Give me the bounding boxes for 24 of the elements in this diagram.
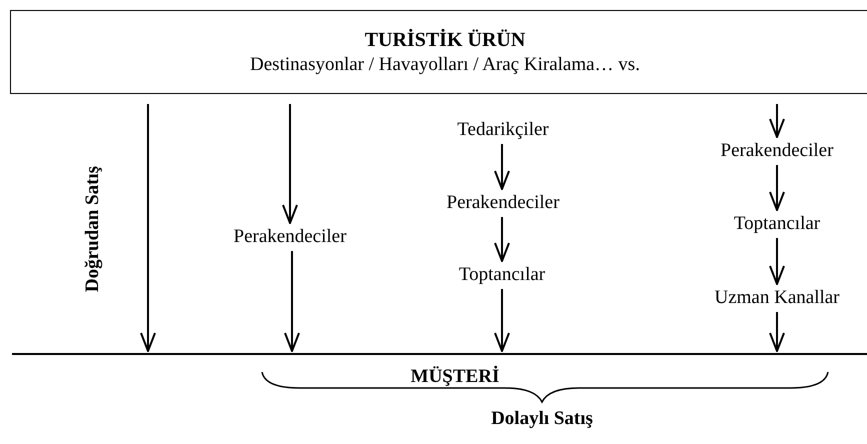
box-subtitle: Destinasyonlar / Havayolları / Araç Kiralama… vs. bbox=[250, 52, 640, 76]
channel-label: Toptancılar bbox=[412, 264, 592, 286]
channel-label: Toptancılar bbox=[687, 213, 867, 235]
arrow bbox=[769, 104, 785, 138]
arrow bbox=[769, 165, 785, 211]
arrow bbox=[140, 104, 156, 352]
arrow bbox=[769, 238, 785, 285]
arrow bbox=[494, 217, 510, 262]
channel-label: Perakendeciler bbox=[687, 140, 867, 162]
arrow bbox=[494, 289, 510, 352]
product-box bbox=[10, 10, 867, 94]
channel-label: Tedarikçiler bbox=[413, 119, 593, 141]
box-title: TURİSTİK ÜRÜN bbox=[364, 28, 526, 53]
channel-label: Perakendeciler bbox=[413, 192, 593, 214]
arrow bbox=[769, 312, 785, 352]
vertical-label: Doğrudan Satış bbox=[82, 164, 104, 294]
arrow bbox=[282, 104, 298, 224]
channel-label: Perakendeciler bbox=[200, 226, 380, 248]
arrow bbox=[494, 144, 510, 190]
customer-label: MÜŞTERİ bbox=[410, 364, 500, 389]
brace-label: Dolaylı Satış bbox=[490, 407, 594, 431]
channel-label: Uzman Kanallar bbox=[687, 287, 867, 309]
arrow bbox=[284, 251, 300, 352]
customer-line bbox=[12, 353, 867, 387]
